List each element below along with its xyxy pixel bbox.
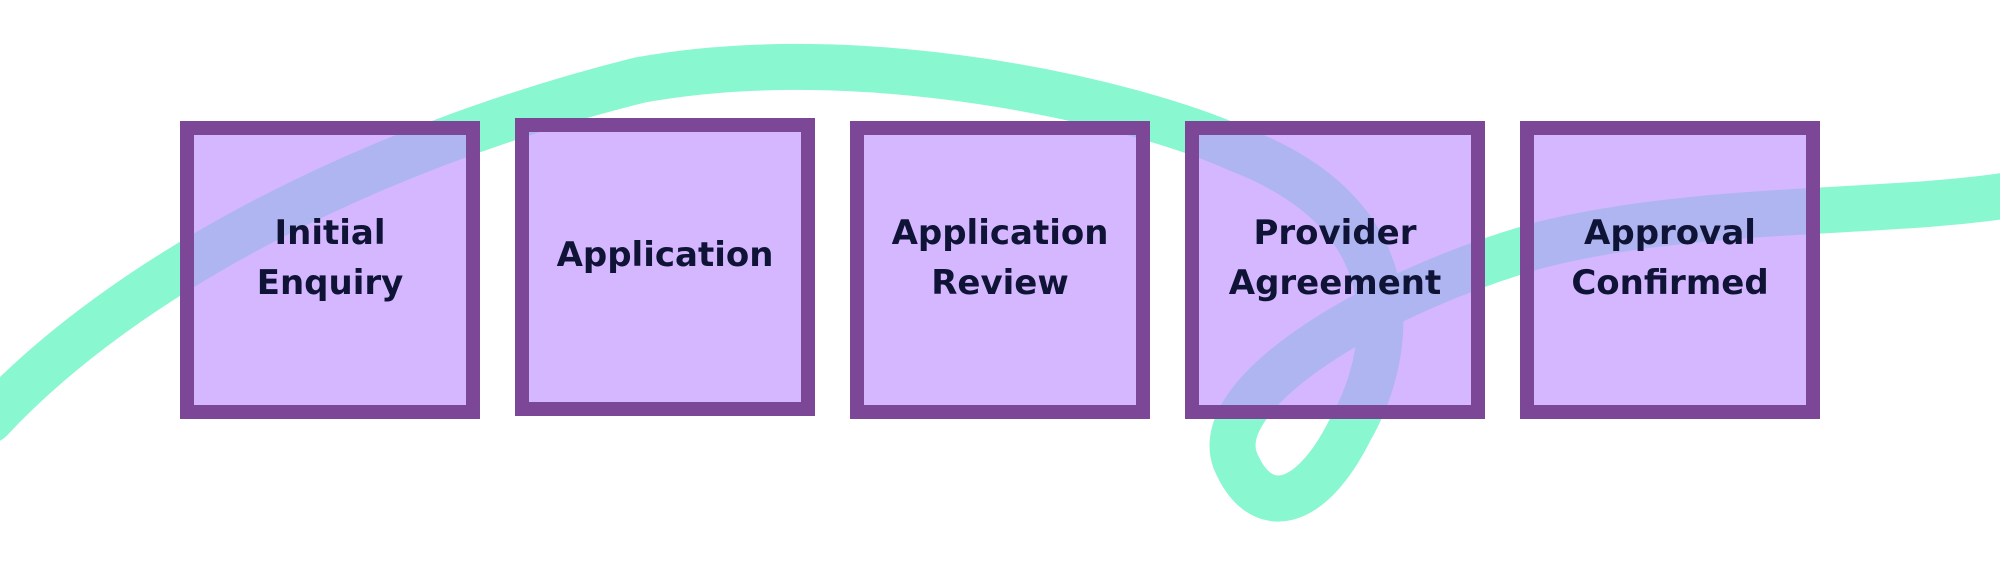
step-box-provider-agreement: Provider Agreement [1185, 121, 1485, 419]
step-label: Application Review [891, 213, 1109, 303]
step-label: Approval Confirmed [1571, 213, 1769, 303]
step-label: Provider Agreement [1228, 213, 1442, 303]
step-box-initial-enquiry: Initial Enquiry [180, 121, 480, 419]
step-box-application-review: Application Review [850, 121, 1150, 419]
step-box-approval-confirmed: Approval Confirmed [1520, 121, 1820, 419]
step-label: Application [556, 235, 774, 275]
step-box-application: Application [515, 118, 815, 416]
step-label: Initial Enquiry [256, 213, 404, 303]
